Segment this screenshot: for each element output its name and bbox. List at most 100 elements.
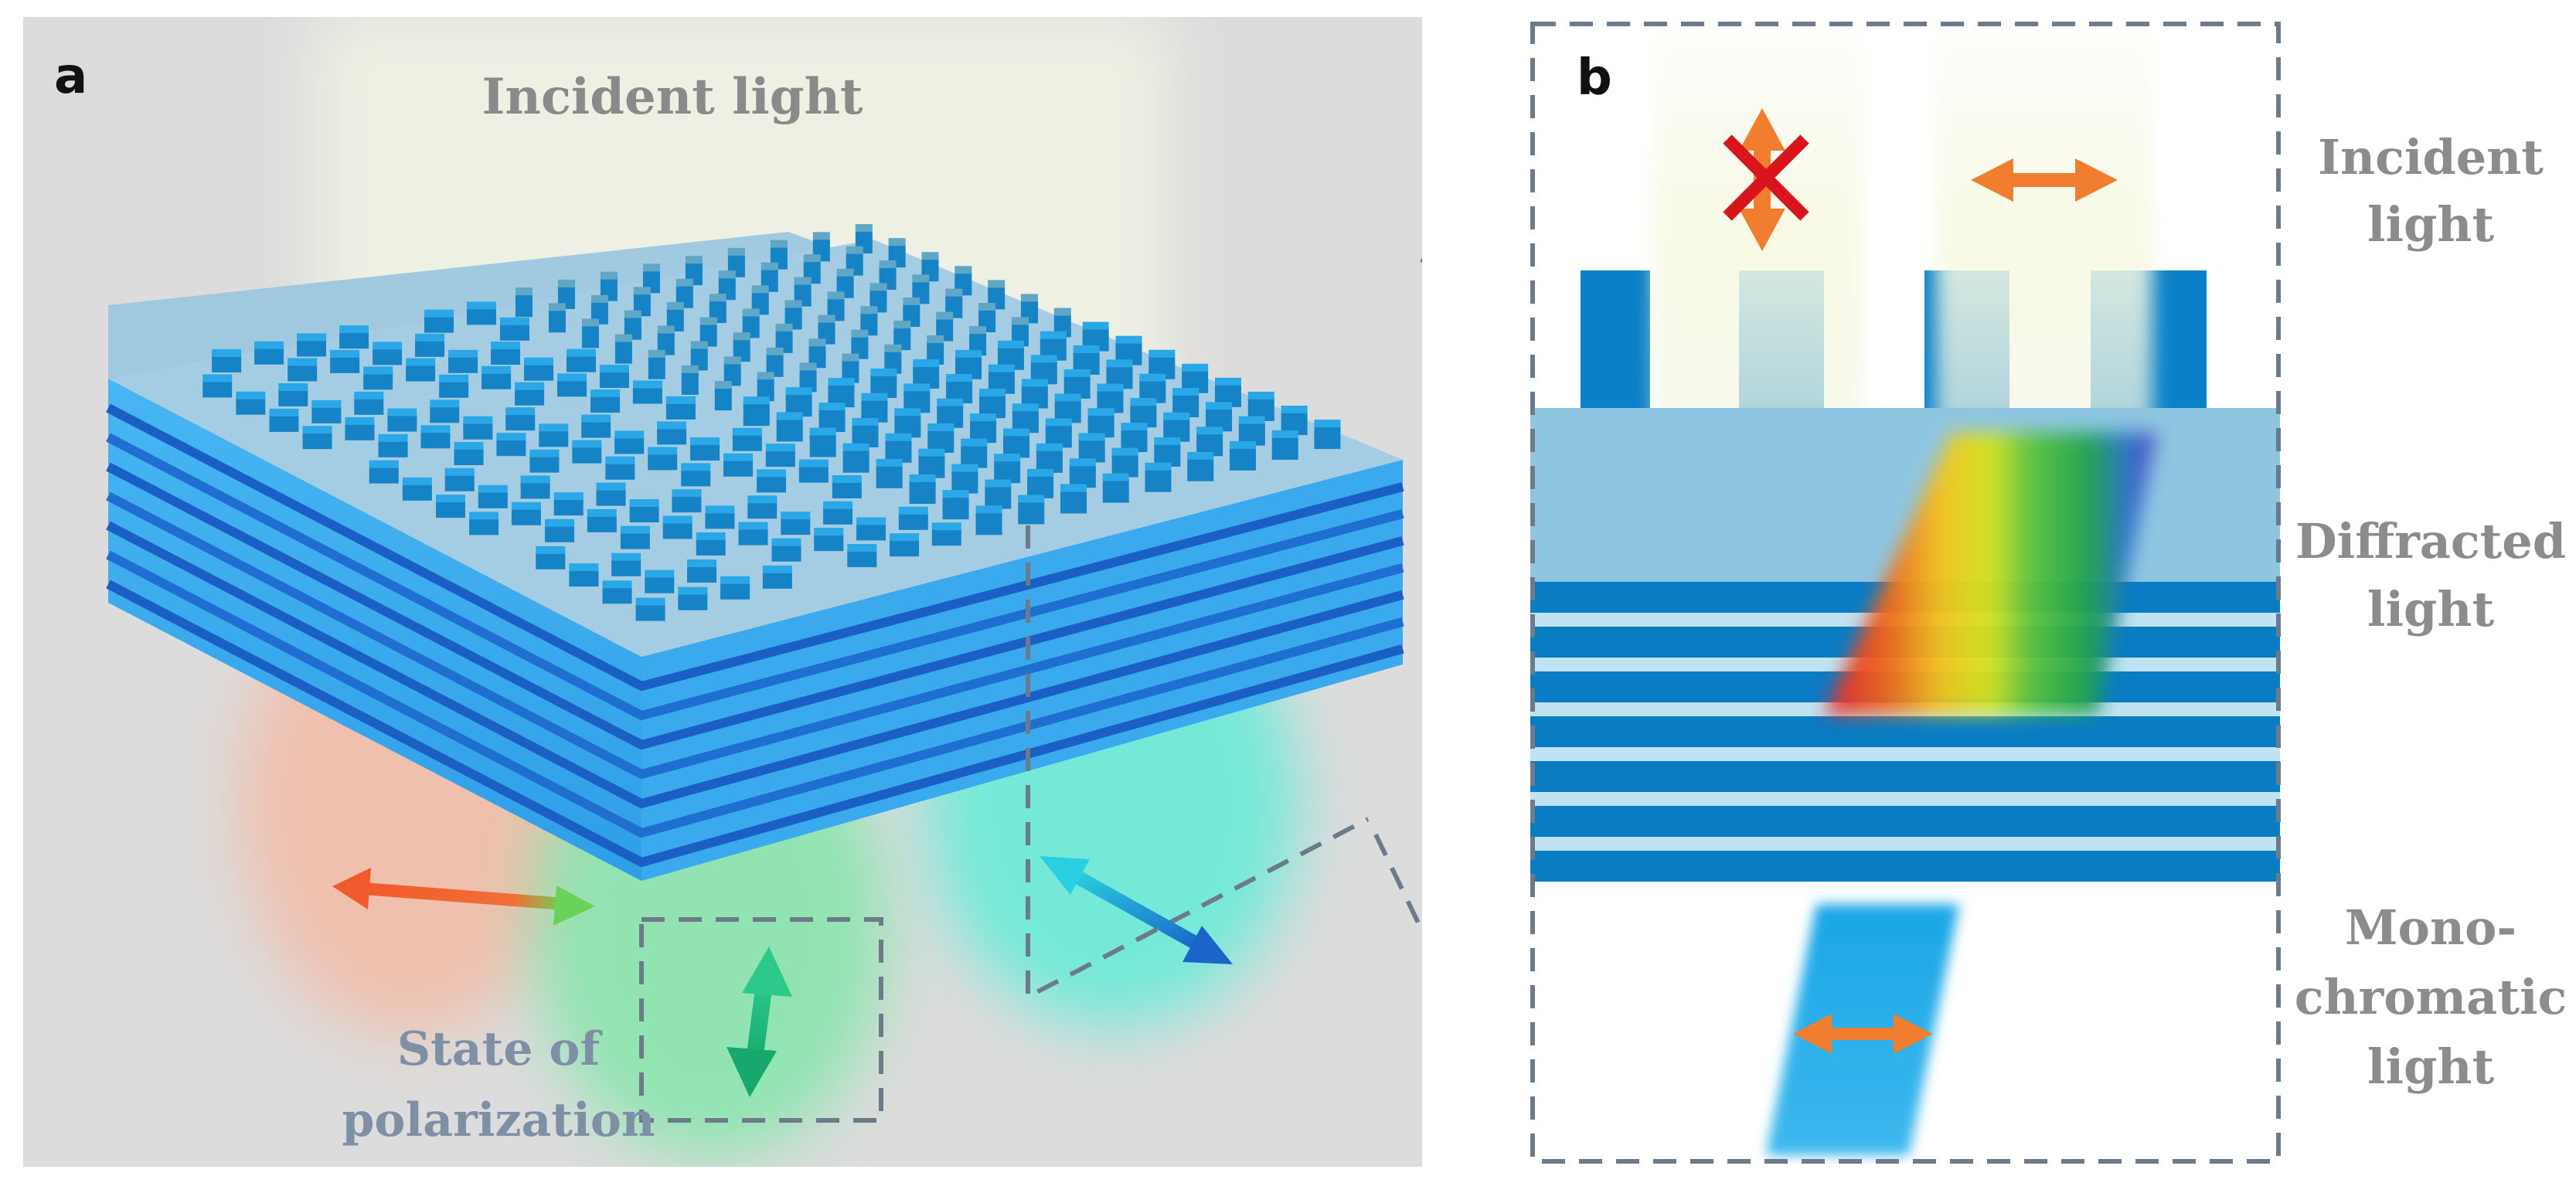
nanopillar [714, 381, 732, 411]
nanopillar [1078, 433, 1105, 463]
nanopillar [884, 344, 902, 374]
nanopillar [898, 506, 928, 530]
nanopillar [732, 427, 762, 451]
nanopillar [1187, 451, 1214, 481]
nanopillar [1145, 462, 1172, 492]
nanopillar [515, 287, 533, 318]
nanopillar [602, 580, 632, 604]
dark-layer [1530, 716, 2280, 747]
nanopillar [847, 544, 877, 568]
nanopillar [809, 427, 836, 457]
nanopillar [269, 408, 299, 432]
light-layer [1530, 792, 2280, 806]
nanopillar [951, 464, 978, 494]
incident-light-label-a: Incident light [482, 68, 863, 126]
nanopillar [876, 458, 903, 488]
zoom-line-top [1420, 257, 1422, 263]
nanopillar [775, 323, 793, 353]
nanopillar [909, 474, 936, 505]
nanopillar [553, 492, 584, 516]
nanopillar [1196, 427, 1223, 457]
nanopillar [893, 321, 911, 351]
nanopillar [814, 528, 844, 552]
nanopillar [851, 329, 869, 359]
nanopillar [491, 342, 521, 365]
panel-a-letter: a [54, 48, 87, 105]
nanopillar [439, 374, 469, 398]
nanopillar [994, 454, 1021, 484]
nanopillar [415, 333, 445, 357]
nanopillar [645, 569, 675, 593]
nanopillar [430, 399, 460, 423]
nanopillar [354, 391, 384, 415]
nanopillar [311, 399, 342, 423]
stack-layer-line [106, 433, 1404, 721]
nanopillar [420, 425, 451, 449]
nanopillar [1036, 443, 1063, 473]
nanopillar [918, 448, 945, 478]
nanopillar [832, 475, 862, 498]
nanopillar [614, 430, 645, 454]
red-polarization-arrow [332, 868, 595, 926]
nanopillar [557, 373, 587, 397]
nanopillar [657, 325, 675, 355]
nanopillar [742, 308, 760, 338]
nanopillar [599, 365, 629, 389]
nanopillar [681, 463, 711, 487]
nanopillar [620, 525, 650, 549]
focus-box-small [639, 917, 883, 1123]
nanopillar [1045, 418, 1072, 448]
grating-ridge [1581, 270, 1650, 410]
nanopillar [529, 449, 560, 473]
nanopillar [478, 484, 508, 508]
dark-layer [1530, 851, 2280, 882]
nanopillar [1271, 430, 1298, 460]
nanopillar [890, 533, 920, 557]
nanopillar [363, 366, 393, 390]
nanopillar [969, 326, 987, 356]
nanopillar [970, 413, 997, 444]
nanopillar [572, 440, 602, 464]
nanopillar [345, 416, 375, 440]
nanopillar [852, 417, 879, 447]
nanopillar [776, 412, 803, 442]
nanopillar [672, 489, 702, 513]
nanopillar [511, 501, 541, 525]
nanopillar [454, 442, 484, 466]
nanopillar [927, 335, 944, 365]
nanopillar [539, 423, 569, 447]
nanopillar [781, 512, 811, 535]
nanopillar [662, 515, 692, 539]
panel-b-frame [1530, 22, 2281, 1164]
nanopillar [1069, 458, 1096, 488]
nanopillar [961, 438, 988, 468]
diffracted-label-line2: light [2367, 581, 2495, 637]
nanopillar [448, 349, 478, 373]
nanopillar [424, 309, 454, 333]
nanopillar [463, 416, 493, 440]
state-label-line1: State of [397, 1022, 604, 1076]
blocked-polarization-icon [1723, 108, 1809, 251]
nanopillar [596, 482, 626, 506]
nanopillar [842, 353, 859, 383]
nanopillar [581, 414, 611, 438]
nanopillar [297, 333, 327, 357]
nanopillar [927, 423, 955, 453]
nanopillar [823, 501, 853, 525]
nanopillar [1154, 437, 1181, 467]
double-arrow-icon [1971, 158, 2118, 202]
blue-polarization-arrow [1040, 856, 1233, 964]
nanopillar [520, 475, 550, 499]
nanopillar [536, 546, 566, 569]
nanopillar [632, 380, 662, 404]
nanopillar [757, 469, 787, 493]
cross-icon [1723, 134, 1809, 221]
nanopillar [1102, 473, 1129, 503]
nanopillar [648, 447, 678, 471]
nanopillar [657, 421, 687, 445]
stack-layer-lines [106, 403, 1404, 868]
nanopillar [681, 365, 699, 395]
nanopillar [1003, 428, 1029, 458]
nanopillar [288, 358, 318, 382]
nanopillar [548, 303, 566, 333]
